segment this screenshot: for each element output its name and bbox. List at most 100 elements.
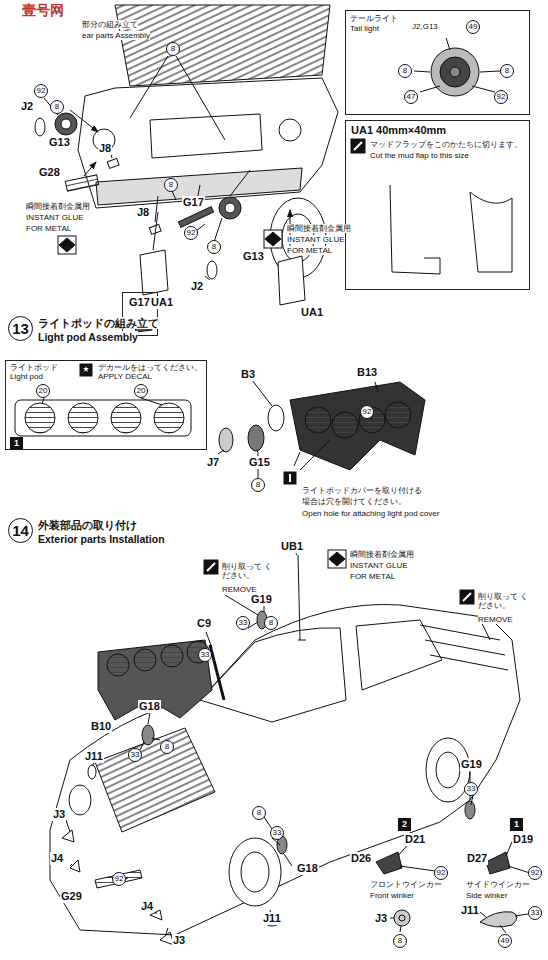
box-text: Light pod bbox=[10, 372, 43, 381]
callout-number: 8 bbox=[500, 64, 514, 78]
note-text: FOR METAL bbox=[350, 572, 395, 581]
part-name: G19 bbox=[250, 593, 273, 606]
callout-number: 8 bbox=[164, 178, 178, 192]
note-text: 瞬間接着剤金属用 bbox=[350, 550, 414, 559]
part-name: D21 bbox=[404, 833, 426, 846]
callout-number: 8 bbox=[50, 100, 64, 114]
callout-number: 20 bbox=[36, 384, 50, 398]
part-name: J3 bbox=[52, 808, 66, 821]
part-name: G13 bbox=[242, 250, 265, 263]
part-name: UA1 bbox=[300, 306, 324, 319]
part-name: G29 bbox=[60, 890, 83, 903]
part-name: D26 bbox=[350, 852, 372, 865]
callout-number: 33 bbox=[128, 748, 142, 762]
watermark: 壹号网 bbox=[22, 2, 64, 18]
color-tag: 2 bbox=[398, 818, 411, 831]
callout-number: 92 bbox=[434, 866, 448, 880]
color-tag: 1 bbox=[10, 437, 23, 450]
step-heading: Light pod Assembly bbox=[38, 331, 138, 343]
callout-number: 8 bbox=[166, 42, 180, 56]
callout-number: 92 bbox=[112, 872, 126, 886]
callout-number: 49 bbox=[498, 934, 512, 948]
note-text: INSTANT GLUE bbox=[26, 213, 84, 222]
box-text: マッドフラップをこのかたちに切ります。 bbox=[370, 140, 522, 149]
part-name: B13 bbox=[356, 366, 378, 379]
part-name: D19 bbox=[512, 833, 534, 846]
part-name: J7 bbox=[206, 456, 220, 469]
note-text: REMOVE bbox=[478, 615, 513, 624]
callout-number: 20 bbox=[134, 384, 148, 398]
callout-number: 92 bbox=[528, 866, 542, 880]
callout-number: 92 bbox=[184, 226, 198, 240]
part-name: J2 bbox=[20, 100, 34, 113]
part-name: J4 bbox=[140, 900, 154, 913]
box-text: Tail light bbox=[350, 24, 379, 33]
part-name: J3 bbox=[172, 934, 186, 947]
part-name: G28 bbox=[38, 166, 61, 179]
part-name: B10 bbox=[90, 720, 112, 733]
callout-number: 8 bbox=[393, 934, 407, 948]
box-heading: UA1 40mm×40mm bbox=[350, 124, 447, 137]
step-heading: ライトポッドの組み立て bbox=[38, 317, 159, 329]
note-text: 部分の組み立て bbox=[82, 20, 138, 29]
callout-number: 92 bbox=[34, 84, 48, 98]
part-name: J8 bbox=[98, 142, 112, 155]
part-name: J2 bbox=[190, 280, 204, 293]
part-name: G19 bbox=[460, 758, 483, 771]
note-text: INSTANT GLUE bbox=[287, 235, 345, 244]
callout-number: 8 bbox=[398, 64, 412, 78]
callout-number: 92 bbox=[494, 90, 508, 104]
callout-number: 49 bbox=[466, 20, 480, 34]
parts-box: ライトポッドLight pod デカールをはってください。APPLY DECAL bbox=[5, 360, 207, 450]
box-heading: テールライト bbox=[350, 14, 398, 23]
step-number: 13 bbox=[8, 316, 33, 341]
part-name: G18 bbox=[296, 862, 319, 875]
callout-number: 47 bbox=[404, 90, 418, 104]
note-text: Front winker bbox=[370, 891, 414, 900]
note-text: FOR METAL bbox=[26, 224, 71, 233]
callout-number: 33 bbox=[528, 906, 542, 920]
part-name: C9 bbox=[196, 617, 212, 630]
note-text: 瞬間接着剤金属用 bbox=[287, 224, 351, 233]
callout-number: 8 bbox=[251, 478, 265, 492]
part-name: D27 bbox=[466, 852, 488, 865]
note-text: サイドウインカー bbox=[466, 880, 530, 889]
part-name: G13 bbox=[48, 136, 71, 149]
part-name: G15 bbox=[248, 456, 271, 469]
note-text: ライトポッドカバーを取り付ける bbox=[302, 486, 422, 495]
callout-number: 33 bbox=[198, 648, 212, 662]
note-text: 場合は穴を開けてください。 bbox=[302, 497, 406, 506]
part-name: J11 bbox=[460, 904, 480, 917]
step-number: 14 bbox=[8, 518, 33, 543]
note-text: FOR METAL bbox=[287, 246, 332, 255]
callout-number: 33 bbox=[464, 782, 478, 796]
box-heading: ライトポッド bbox=[10, 363, 58, 372]
note-text: 削り取って ください。 bbox=[478, 592, 530, 610]
box-heading: G17 bbox=[128, 296, 151, 309]
part-name: B3 bbox=[240, 368, 256, 381]
part-name: G18 bbox=[138, 700, 161, 713]
callout-number: 8 bbox=[160, 740, 174, 754]
note-text: ear parts Assembly bbox=[82, 31, 150, 40]
note-text: J2,G13 bbox=[412, 22, 438, 31]
callout-number: 92 bbox=[360, 405, 374, 419]
callout-number: 33 bbox=[270, 826, 284, 840]
color-tag: 1 bbox=[510, 818, 523, 831]
box-text: APPLY DECAL bbox=[98, 372, 152, 381]
callout-number: 8 bbox=[264, 616, 278, 630]
parts-box: UA1 40mm×40mm マッドフラップをこのかたちに切ります。 Cut the … bbox=[345, 120, 530, 290]
callout-number: 8 bbox=[252, 806, 266, 820]
part-name: J4 bbox=[50, 852, 64, 865]
part-name: J11 bbox=[84, 750, 104, 763]
part-name: UB1 bbox=[280, 540, 304, 553]
step-heading: 外装部品の取り付け bbox=[38, 519, 137, 531]
part-name: J8 bbox=[136, 206, 150, 219]
callout-number: 33 bbox=[236, 616, 250, 630]
step-heading: Exterior parts Installation bbox=[38, 533, 165, 545]
box-text: デカールをはってください。 bbox=[98, 363, 202, 372]
note-text: 削り取って ください。 bbox=[222, 562, 274, 580]
box-text: Cut the mud flap to this size bbox=[370, 151, 469, 160]
part-name: J3 bbox=[374, 912, 388, 925]
part-name: UA1 bbox=[150, 296, 174, 309]
note-text: 瞬間接着剤金属用 bbox=[26, 202, 90, 211]
